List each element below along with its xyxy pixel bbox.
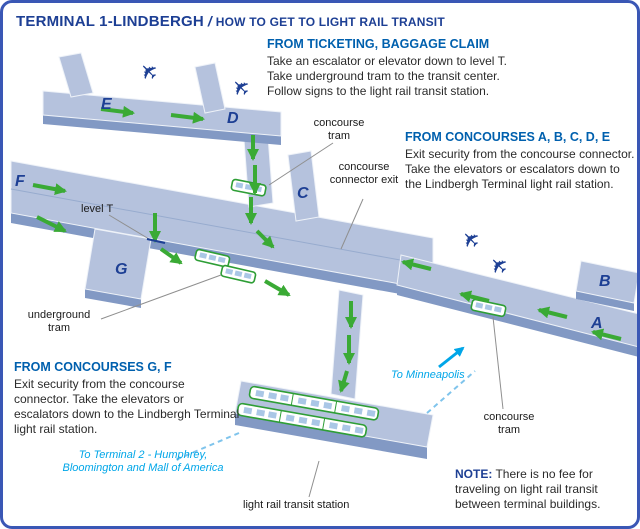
concourse-ed-building xyxy=(42,52,282,145)
callout-lines xyxy=(100,142,504,498)
green-arrow xyxy=(591,328,622,341)
callout-concourse-tram-top xyxy=(268,142,334,186)
green-arrow xyxy=(100,105,135,118)
instruction-body: Take an escalator or elevator down to le… xyxy=(267,54,507,98)
instruction-heading: FROM TICKETING, BAGGAGE CLAIM xyxy=(267,37,490,51)
label-level-t: level T xyxy=(81,203,114,215)
title-terminal: TERMINAL 1-LINDBERGH xyxy=(16,13,204,30)
instruction-body: Exit security from the concourse connect… xyxy=(14,377,240,436)
note-text: There is no fee for traveling on light r… xyxy=(455,467,601,512)
concourse-c-building xyxy=(287,150,320,222)
note-block: NOTE: There is no fee for traveling on l… xyxy=(455,467,637,512)
concourse-letter-a: A xyxy=(591,315,603,332)
green-arrow xyxy=(159,247,183,265)
label-underground-tram: underground tram xyxy=(27,309,91,334)
track-to-terminal-2 xyxy=(172,432,240,462)
callout-underground-tram xyxy=(100,274,222,320)
cyan-arrow-minneapolis xyxy=(438,346,465,369)
note-label: NOTE: xyxy=(455,467,493,481)
green-arrow xyxy=(32,183,67,196)
green-arrow xyxy=(36,215,67,233)
title-separator: / xyxy=(207,13,212,29)
airplane-icon: ✈ xyxy=(226,72,257,103)
callout-level-t xyxy=(108,214,150,240)
concourse-letter-d: D xyxy=(227,110,239,127)
label-to-terminal-2: To Terminal 2 - Humphrey, Bloomington an… xyxy=(62,449,224,474)
green-arrow xyxy=(170,111,205,124)
concourse-letter-c: C xyxy=(297,185,309,202)
concourse-b-building xyxy=(575,260,637,311)
instruction-body: Exit security from the concourse connect… xyxy=(405,147,635,191)
concourse-letter-f: F xyxy=(15,173,25,190)
instruction-ticketing: FROM TICKETING, BAGGAGE CLAIM Take an es… xyxy=(267,37,517,99)
concourse-g-building xyxy=(84,228,152,308)
callout-connector-exit xyxy=(340,198,364,250)
instruction-heading: FROM CONCOURSES G, F xyxy=(14,360,172,374)
green-arrow xyxy=(338,370,350,393)
green-arrow xyxy=(255,229,275,249)
page-title: TERMINAL 1-LINDBERGH/HOW TO GET TO LIGHT… xyxy=(16,13,445,31)
route-arrows-green xyxy=(32,105,622,393)
track-to-minneapolis xyxy=(426,370,476,414)
green-arrow xyxy=(401,258,432,271)
terminal-map: ✈ ✈ ✈ ✈ xyxy=(10,52,637,498)
concourse-ab-pier-building xyxy=(396,254,637,357)
airplane-icon: ✈ xyxy=(456,224,487,255)
green-arrow xyxy=(459,290,490,303)
rail-tracks xyxy=(172,370,476,462)
instruction-concourses-abcde: FROM CONCOURSES A, B, C, D, E Exit secur… xyxy=(405,130,635,192)
level-t-marker xyxy=(146,238,166,244)
concourse-letter-g: G xyxy=(115,261,128,278)
instruction-heading: FROM CONCOURSES A, B, C, D, E xyxy=(405,130,611,144)
underground-tram-icon xyxy=(219,264,257,285)
label-concourse-connector-exit: concourse connector exit xyxy=(329,161,399,186)
callout-light-rail-station xyxy=(308,460,320,498)
label-concourse-tram-top: concourse tram xyxy=(313,117,365,142)
label-light-rail-station: light rail transit station xyxy=(243,499,350,511)
title-subtitle: HOW TO GET TO LIGHT RAIL TRANSIT xyxy=(215,15,445,29)
airplane-icon: ✈ xyxy=(134,56,165,87)
airplane-icon: ✈ xyxy=(484,250,515,281)
callout-concourse-tram-bottom xyxy=(492,316,504,410)
label-to-minneapolis: To Minneapolis xyxy=(391,369,465,381)
green-arrow xyxy=(537,306,568,319)
concourse-letter-e: E xyxy=(101,96,112,113)
green-arrow xyxy=(263,279,291,297)
label-concourse-tram-bottom: concourse tram xyxy=(483,411,535,436)
instruction-concourses-gf: FROM CONCOURSES G, F Exit security from … xyxy=(14,360,240,437)
concourse-letter-b: B xyxy=(599,273,611,290)
